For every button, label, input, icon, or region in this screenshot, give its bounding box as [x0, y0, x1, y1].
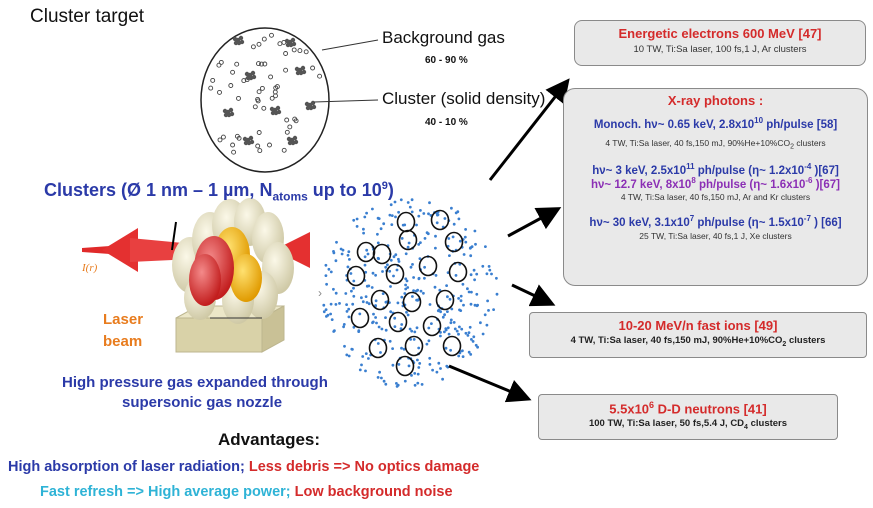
xray4-title: hν~ 30 keV, 3.1x107 ph/pulse (η~ 1.5x10-…: [589, 214, 842, 229]
xray23-sub: 4 TW, Ti:Sa laser, 40 fs,150 mJ, Ar and …: [620, 192, 811, 203]
electrons-box: Energetic electrons 600 MeV [47] 10 TW, …: [574, 20, 866, 66]
ions-box: 10-20 MeV/n fast ions [49] 4 TW, Ti:Sa l…: [529, 312, 867, 358]
nozzle-text-line2: supersonic gas nozzle: [122, 394, 283, 411]
cluster-solid-density-label: Cluster (solid density): [382, 89, 546, 108]
xray4-sub: 25 TW, Ti:Sa laser, 40 fs,1 J, Xe cluste…: [639, 231, 792, 241]
background-gas-percent: 60 - 90 %: [425, 55, 468, 66]
advantages-line2: Fast refresh => High average power; Low …: [40, 484, 453, 500]
cluster-spheres: [172, 198, 294, 324]
clusters-heading: Clusters (Ø 1 nm – 1 µm, Natoms up to 10…: [44, 180, 394, 204]
xray3-title: hν~ 12.7 keV, 8x108 ph/pulse (η~ 1.6x10-…: [591, 176, 840, 192]
pointer-line: [171, 221, 177, 251]
arrows: [448, 78, 570, 403]
electrons-sub: 10 TW, Ti:Sa laser, 100 fs,1 J, Ar clust…: [633, 44, 807, 55]
advantages-heading: Advantages:: [218, 430, 321, 449]
cluster-percent: 40 - 10 %: [425, 117, 468, 128]
neutrons-box: 5.5x106 D-D neutrons [41] 100 TW, Ti:Sa …: [538, 394, 838, 440]
cluster-target-circle: [200, 27, 330, 173]
neutrons-title: 5.5x106 D-D neutrons [41]: [609, 400, 767, 417]
electrons-title: Energetic electrons 600 MeV [47]: [618, 26, 822, 41]
xray1-sub: 4 TW, Ti:Sa laser, 40 fs,150 mJ, 90%He+1…: [605, 137, 826, 151]
beam-label: beam: [103, 333, 143, 350]
neutrons-sub: 100 TW, Ti:Sa laser, 50 fs,5.4 J, CD4 cl…: [588, 418, 788, 432]
ions-sub: 4 TW, Ti:Sa laser, 40 fs,150 mJ, 90%He+1…: [570, 335, 826, 348]
background-gas-label: Background gas: [382, 28, 505, 47]
xray-box: X-ray photons : Monoch. hν~ 0.65 keV, 2.…: [563, 88, 868, 286]
advantages-line1: High absorption of laser radiation; Less…: [8, 459, 480, 475]
exploded-clusters: [322, 198, 499, 388]
xray1-title: Monoch. hν~ 0.65 keV, 2.8x1010 ph/pulse …: [593, 116, 838, 131]
nozzle-text-line1: High pressure gas expanded through: [62, 374, 328, 391]
cluster-target-title: Cluster target: [30, 6, 145, 27]
ions-title: 10-20 MeV/n fast ions [49]: [618, 318, 778, 333]
laser-label: Laser: [103, 311, 144, 328]
svg-text:›: ›: [318, 286, 322, 300]
xray-title: X-ray photons :: [667, 93, 764, 108]
bg-gas-leader-line: [321, 39, 379, 51]
cluster-leader-line: [313, 99, 379, 103]
xray2-title: hν~ 3 keV, 2.5x1011 ph/pulse (η~ 1.2x10-…: [592, 161, 839, 177]
intensity-label: I(r): [82, 262, 98, 274]
